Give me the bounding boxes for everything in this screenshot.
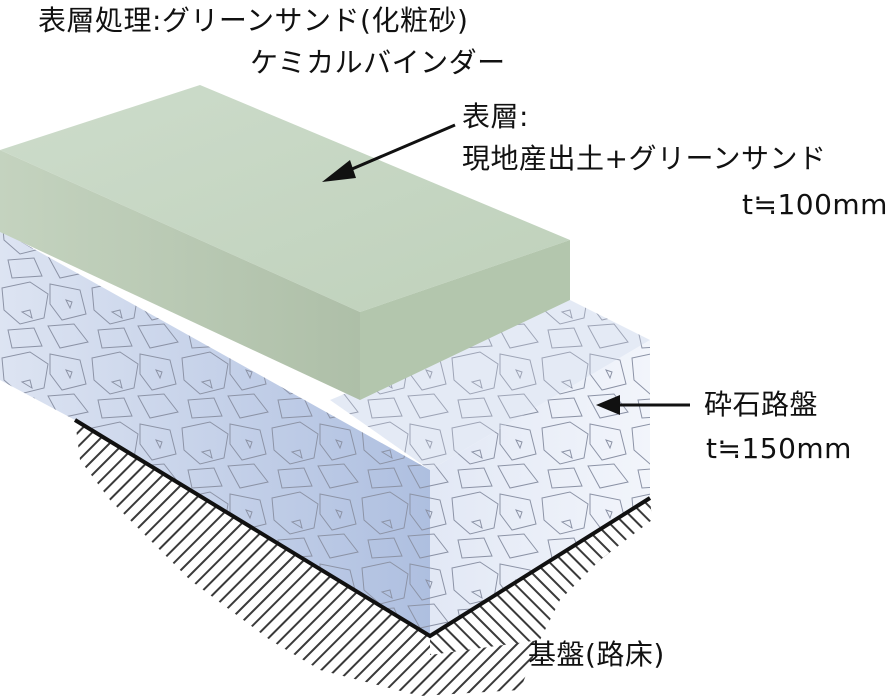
crushed-stone-layer	[0, 230, 652, 639]
subgrade-boundary-line	[73, 418, 652, 639]
arrow-crushed-stone	[596, 395, 690, 415]
arrow-surface-layer	[322, 123, 456, 182]
surface-layer-title: 表層:	[462, 100, 529, 133]
surface-top-face	[0, 85, 570, 312]
surface-treatment-label: 表層処理:グリーンサンド(化粧砂)	[38, 4, 469, 37]
crushed-stone-title: 砕石路盤	[704, 388, 819, 421]
surface-side-face	[360, 240, 570, 400]
subgrade-label: 基盤(路床)	[528, 638, 665, 671]
surface-layer	[0, 85, 570, 400]
surface-layer-material: 現地産出土+グリーンサンド	[462, 142, 827, 175]
crushed-stone-thickness: t≒150mm	[706, 432, 852, 465]
subgrade-soil	[75, 420, 652, 696]
surface-treatment-binder-label: ケミカルバインダー	[250, 46, 506, 79]
surface-front-face	[0, 150, 360, 400]
surface-layer-thickness: t≒100mm	[742, 188, 888, 221]
